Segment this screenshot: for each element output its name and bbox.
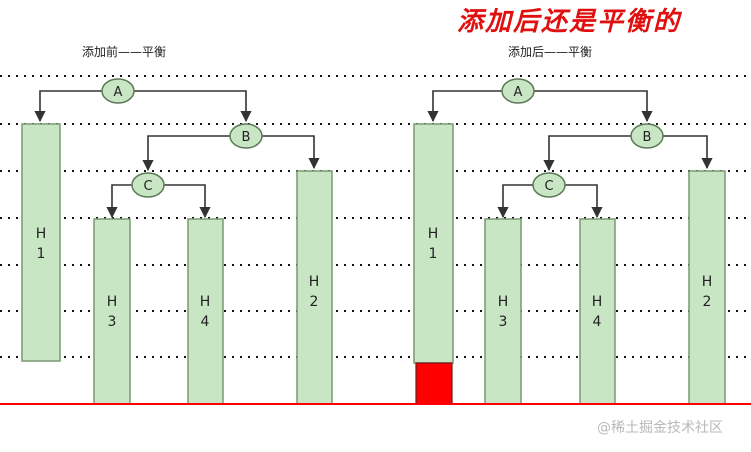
bar-label: 3 (108, 314, 117, 330)
node-label: B (242, 130, 251, 145)
bar-label: H (36, 226, 47, 242)
bar-label: H (498, 294, 509, 310)
bar-h3: H 3 (93, 218, 131, 405)
bar-h2: H 2 (296, 170, 333, 405)
bar-h4: H 4 (579, 218, 616, 405)
bar-h1: H 1 (413, 123, 454, 364)
panel-caption: 添加后——平衡 (508, 45, 592, 59)
page-title: 添加后还是平衡的 (457, 7, 683, 37)
edge-b-c (142, 135, 230, 172)
bar-h3: H 3 (484, 218, 522, 405)
bar-label: H (428, 226, 439, 242)
bar-h4-rect (187, 218, 224, 405)
bar-label: 4 (593, 314, 602, 330)
node-a: A (501, 78, 535, 104)
node-label: B (643, 130, 652, 145)
bar-label: 3 (499, 314, 508, 330)
bar-h4-rect (579, 218, 616, 405)
edge-c-h4 (164, 184, 211, 219)
edge-a-b (534, 90, 653, 123)
edge-c-h3 (106, 184, 132, 219)
node-label: A (114, 85, 123, 100)
edge-b-c (543, 135, 631, 172)
added-node-block (415, 362, 453, 405)
node-c: C (532, 172, 566, 198)
bar-h1-rect (21, 123, 61, 362)
edge-b-h2 (663, 135, 713, 170)
bar-label: 1 (429, 246, 438, 262)
bar-label: 2 (310, 294, 319, 310)
edges (34, 90, 320, 219)
bar-label: H (309, 274, 320, 290)
node-label: C (143, 179, 152, 194)
bar-label: H (592, 294, 603, 310)
bar-label: H (200, 294, 211, 310)
bar-h2-rect (688, 170, 726, 405)
panel-after: 添加后——平衡 H 1 H 3 H 4 H (413, 45, 726, 405)
bar-label: H (107, 294, 118, 310)
watermark: @稀土掘金技术社区 (597, 420, 723, 436)
bar-label: 4 (201, 314, 210, 330)
bar-label: H (702, 274, 713, 290)
bar-h1: H 1 (21, 123, 61, 362)
node-c-shape (131, 172, 165, 198)
bar-h3-rect (484, 218, 522, 405)
node-b-shape (630, 123, 664, 149)
node-label: A (514, 85, 523, 100)
panel-before: 添加前——平衡 H 1 H 3 H 4 H 2 (21, 44, 333, 405)
node-a-shape (501, 78, 535, 104)
edges (427, 90, 713, 219)
edge-a-h1 (427, 90, 502, 123)
edge-c-h3 (497, 184, 533, 219)
node-c: C (131, 172, 165, 198)
node-a: A (101, 78, 135, 104)
node-b: B (630, 123, 664, 149)
bar-h2: H 2 (688, 170, 726, 405)
bar-h1-rect (413, 123, 454, 364)
bar-label: 1 (37, 246, 46, 262)
edge-a-b (134, 90, 252, 123)
edge-c-h4 (565, 184, 603, 219)
node-a-shape (101, 78, 135, 104)
edge-b-h2 (262, 135, 320, 170)
bar-h4: H 4 (187, 218, 224, 405)
bar-h2-rect (296, 170, 333, 405)
node-b-shape (229, 123, 263, 149)
bar-h3-rect (93, 218, 131, 405)
dotted-grid (0, 75, 751, 358)
node-c-shape (532, 172, 566, 198)
bar-label: 2 (703, 294, 712, 310)
node-label: C (544, 179, 553, 194)
node-b: B (229, 123, 263, 149)
panel-caption: 添加前——平衡 (82, 44, 166, 59)
edge-a-h1 (34, 90, 102, 123)
